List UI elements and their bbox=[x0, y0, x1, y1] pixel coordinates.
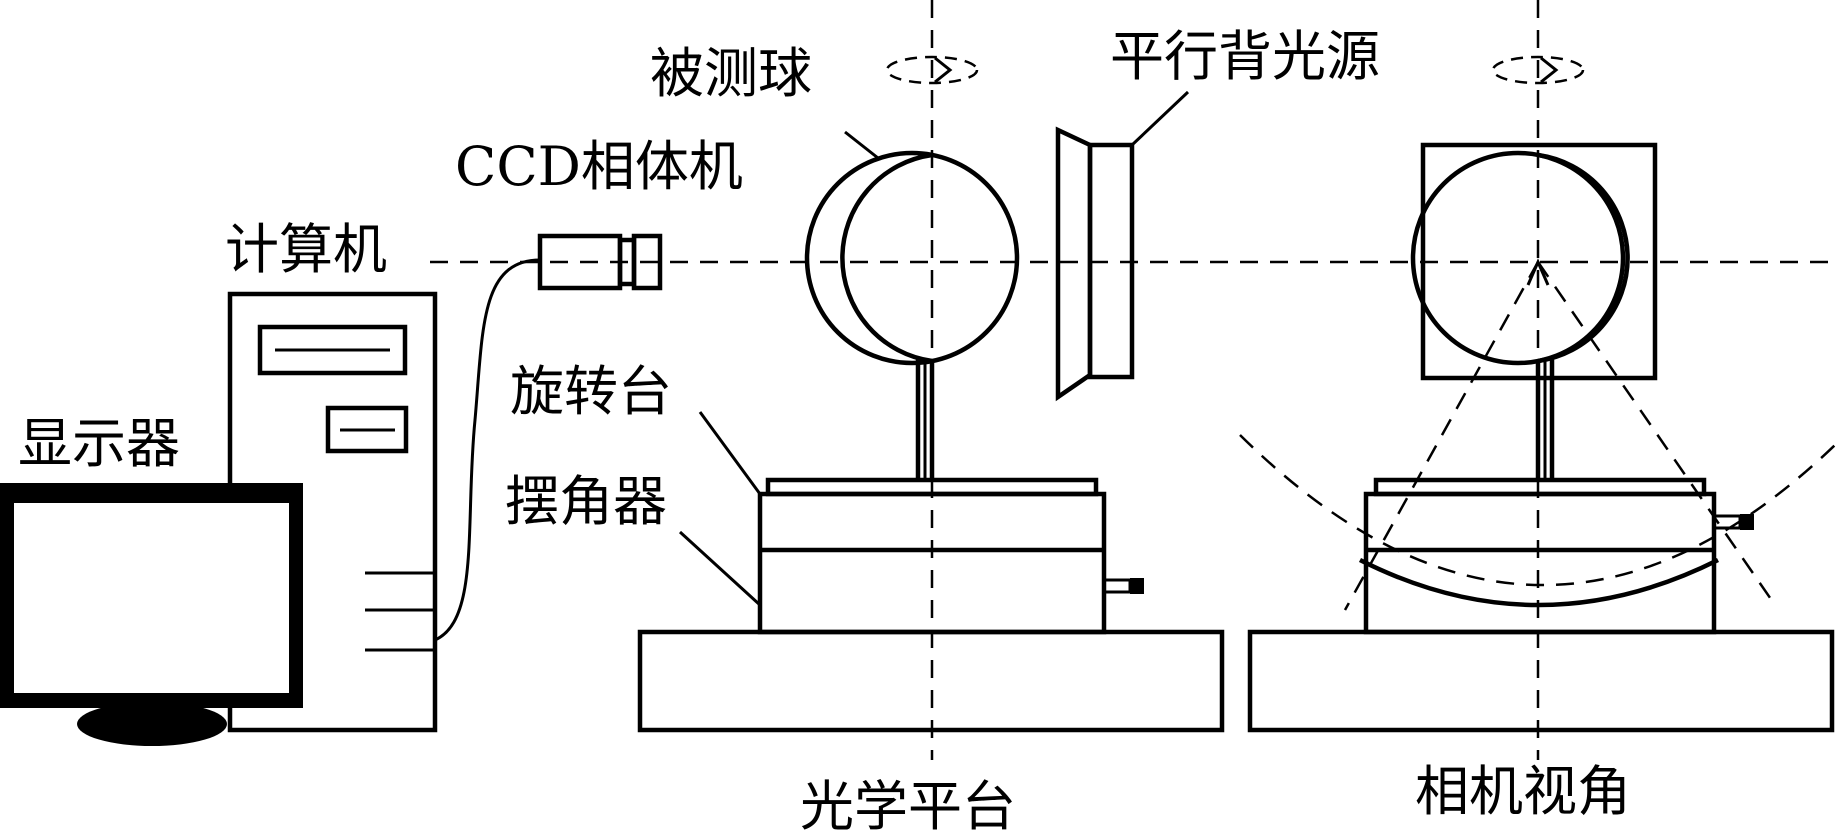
left-stage bbox=[637, 477, 1225, 733]
data-cable bbox=[434, 258, 541, 642]
measured-ball-left bbox=[804, 150, 1020, 480]
display-monitor bbox=[0, 483, 303, 746]
view-cone-left bbox=[1343, 261, 1540, 611]
parallel-backlight bbox=[1055, 126, 1135, 402]
label-rotary-stage: 旋转台 bbox=[510, 360, 672, 423]
rotation-arrow-left-icon bbox=[885, 55, 979, 85]
computer-tower bbox=[227, 291, 438, 733]
swing-arc-guide bbox=[1239, 434, 1836, 587]
camera-view-figure bbox=[1247, 142, 1835, 733]
ccd-camera bbox=[537, 233, 663, 291]
label-measured-ball: 被测球 bbox=[650, 42, 812, 105]
label-display: 显示器 bbox=[18, 412, 180, 475]
label-camera-view: 相机视角 bbox=[1415, 760, 1631, 823]
label-goniometer: 摆角器 bbox=[505, 470, 667, 533]
leader-lines bbox=[678, 90, 1190, 607]
rotation-arrow-right-icon bbox=[1491, 55, 1585, 85]
view-cone-right bbox=[1536, 261, 1777, 606]
label-backlight: 平行背光源 bbox=[1110, 25, 1380, 88]
label-ccd-camera: CCD相体机 bbox=[455, 135, 743, 198]
label-optical-platform: 光学平台 bbox=[800, 775, 1016, 838]
label-computer: 计算机 bbox=[225, 218, 387, 281]
